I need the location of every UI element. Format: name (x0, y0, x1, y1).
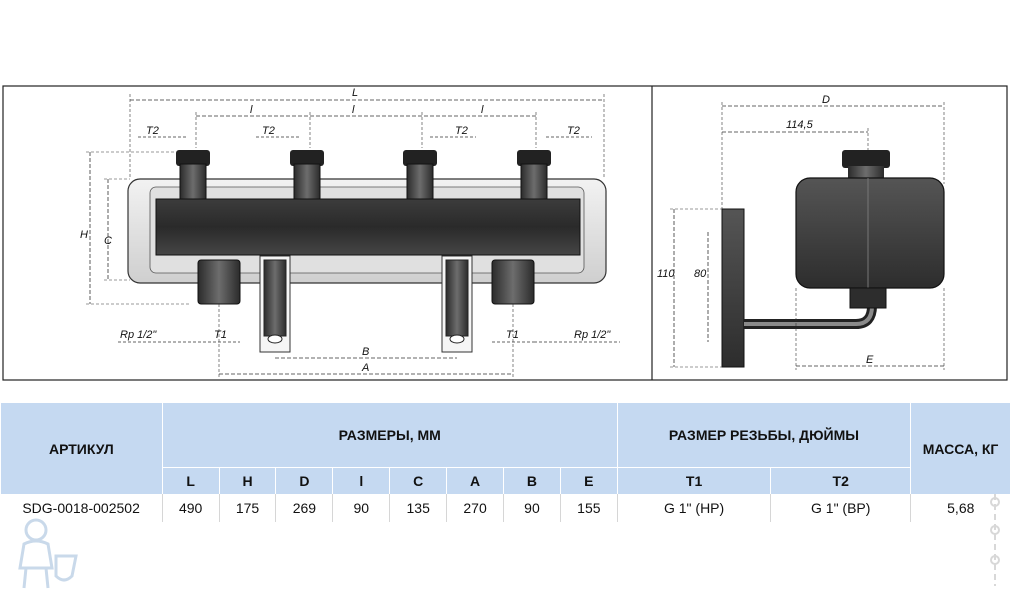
subheader-H: H (218, 467, 277, 494)
side-view: D 114,5 110 80 E (657, 94, 945, 370)
technical-drawing: L l l l T2 T2 T2 T2 H C (2, 85, 1008, 381)
cell-H: 175 (218, 494, 276, 522)
dim-C-label: C (104, 235, 112, 247)
subheader-row: L H D l C A B E T1 T2 (1, 467, 1011, 494)
cell-l: 90 (332, 494, 390, 522)
spec-table: АРТИКУЛ РАЗМЕРЫ, ММ РАЗМЕР РЕЗЬБЫ, ДЮЙМЫ… (0, 403, 1011, 522)
cell-article: SDG-0018-002502 (22, 500, 140, 516)
cell-E: 155 (559, 494, 618, 522)
dim-A-label: A (361, 362, 369, 374)
subheader-l: l (332, 467, 391, 494)
subheader-D: D (275, 467, 334, 494)
dim-114-5-label: 114,5 (786, 119, 814, 131)
dim-l2-label: l (352, 104, 355, 116)
table-row: SDG-0018-002502 490 175 269 90 135 270 9… (1, 494, 1011, 522)
dim-l3-label: l (481, 104, 484, 116)
cell-mass: 5,68 (910, 494, 1011, 522)
dim-H-label: H (80, 229, 88, 241)
header-sizes: РАЗМЕРЫ, ММ (161, 403, 618, 468)
cell-D: 269 (275, 494, 333, 522)
dim-E-label: E (866, 354, 874, 366)
dim-B-label: B (362, 346, 369, 358)
header-mass: МАССА, КГ (910, 403, 1011, 494)
vertical-watermark-icon (990, 494, 1000, 586)
subheader-L: L (161, 467, 220, 494)
drawing-frame (2, 85, 1008, 381)
cell-T1: G 1" (НР) (616, 494, 771, 522)
dim-T1-label-1: T1 (214, 329, 227, 341)
subheader-C: C (389, 467, 448, 494)
dim-Rp-right-label: Rp 1/2" (574, 329, 611, 341)
dim-Rp-left-label: Rp 1/2" (120, 329, 157, 341)
dim-T1-label-2: T1 (506, 329, 519, 341)
header-thread: РАЗМЕР РЕЗЬБЫ, ДЮЙМЫ (616, 403, 912, 468)
subheader-T2: T2 (770, 467, 912, 494)
cell-B: 90 (503, 494, 561, 522)
subheader-E: E (559, 467, 618, 494)
dim-l1-label: l (250, 104, 253, 116)
front-view: L l l l T2 T2 T2 T2 H C (80, 87, 620, 378)
dim-T2-label-4: T2 (567, 125, 580, 137)
cell-T2: G 1" (ВР) (770, 494, 911, 522)
subheader-T1: T1 (616, 467, 772, 494)
dim-80-label: 80 (694, 268, 707, 280)
subheader-B: B (503, 467, 561, 494)
subheader-A: A (446, 467, 505, 494)
top-nipples (176, 150, 551, 201)
cell-A: 270 (446, 494, 504, 522)
header-row: АРТИКУЛ РАЗМЕРЫ, ММ РАЗМЕР РЕЗЬБЫ, ДЮЙМЫ… (0, 403, 1011, 494)
header-article: АРТИКУЛ (0, 403, 163, 494)
cell-L: 490 (161, 494, 220, 522)
dim-T2-label-2: T2 (262, 125, 275, 137)
dim-L-label: L (352, 87, 358, 99)
dim-D-label: D (822, 94, 830, 106)
cell-C: 135 (389, 494, 447, 522)
dim-T2-label-1: T2 (146, 125, 159, 137)
dim-T2-label-3: T2 (455, 125, 468, 137)
plumber-watermark-icon (18, 518, 78, 589)
dim-110-label: 110 (657, 268, 675, 280)
